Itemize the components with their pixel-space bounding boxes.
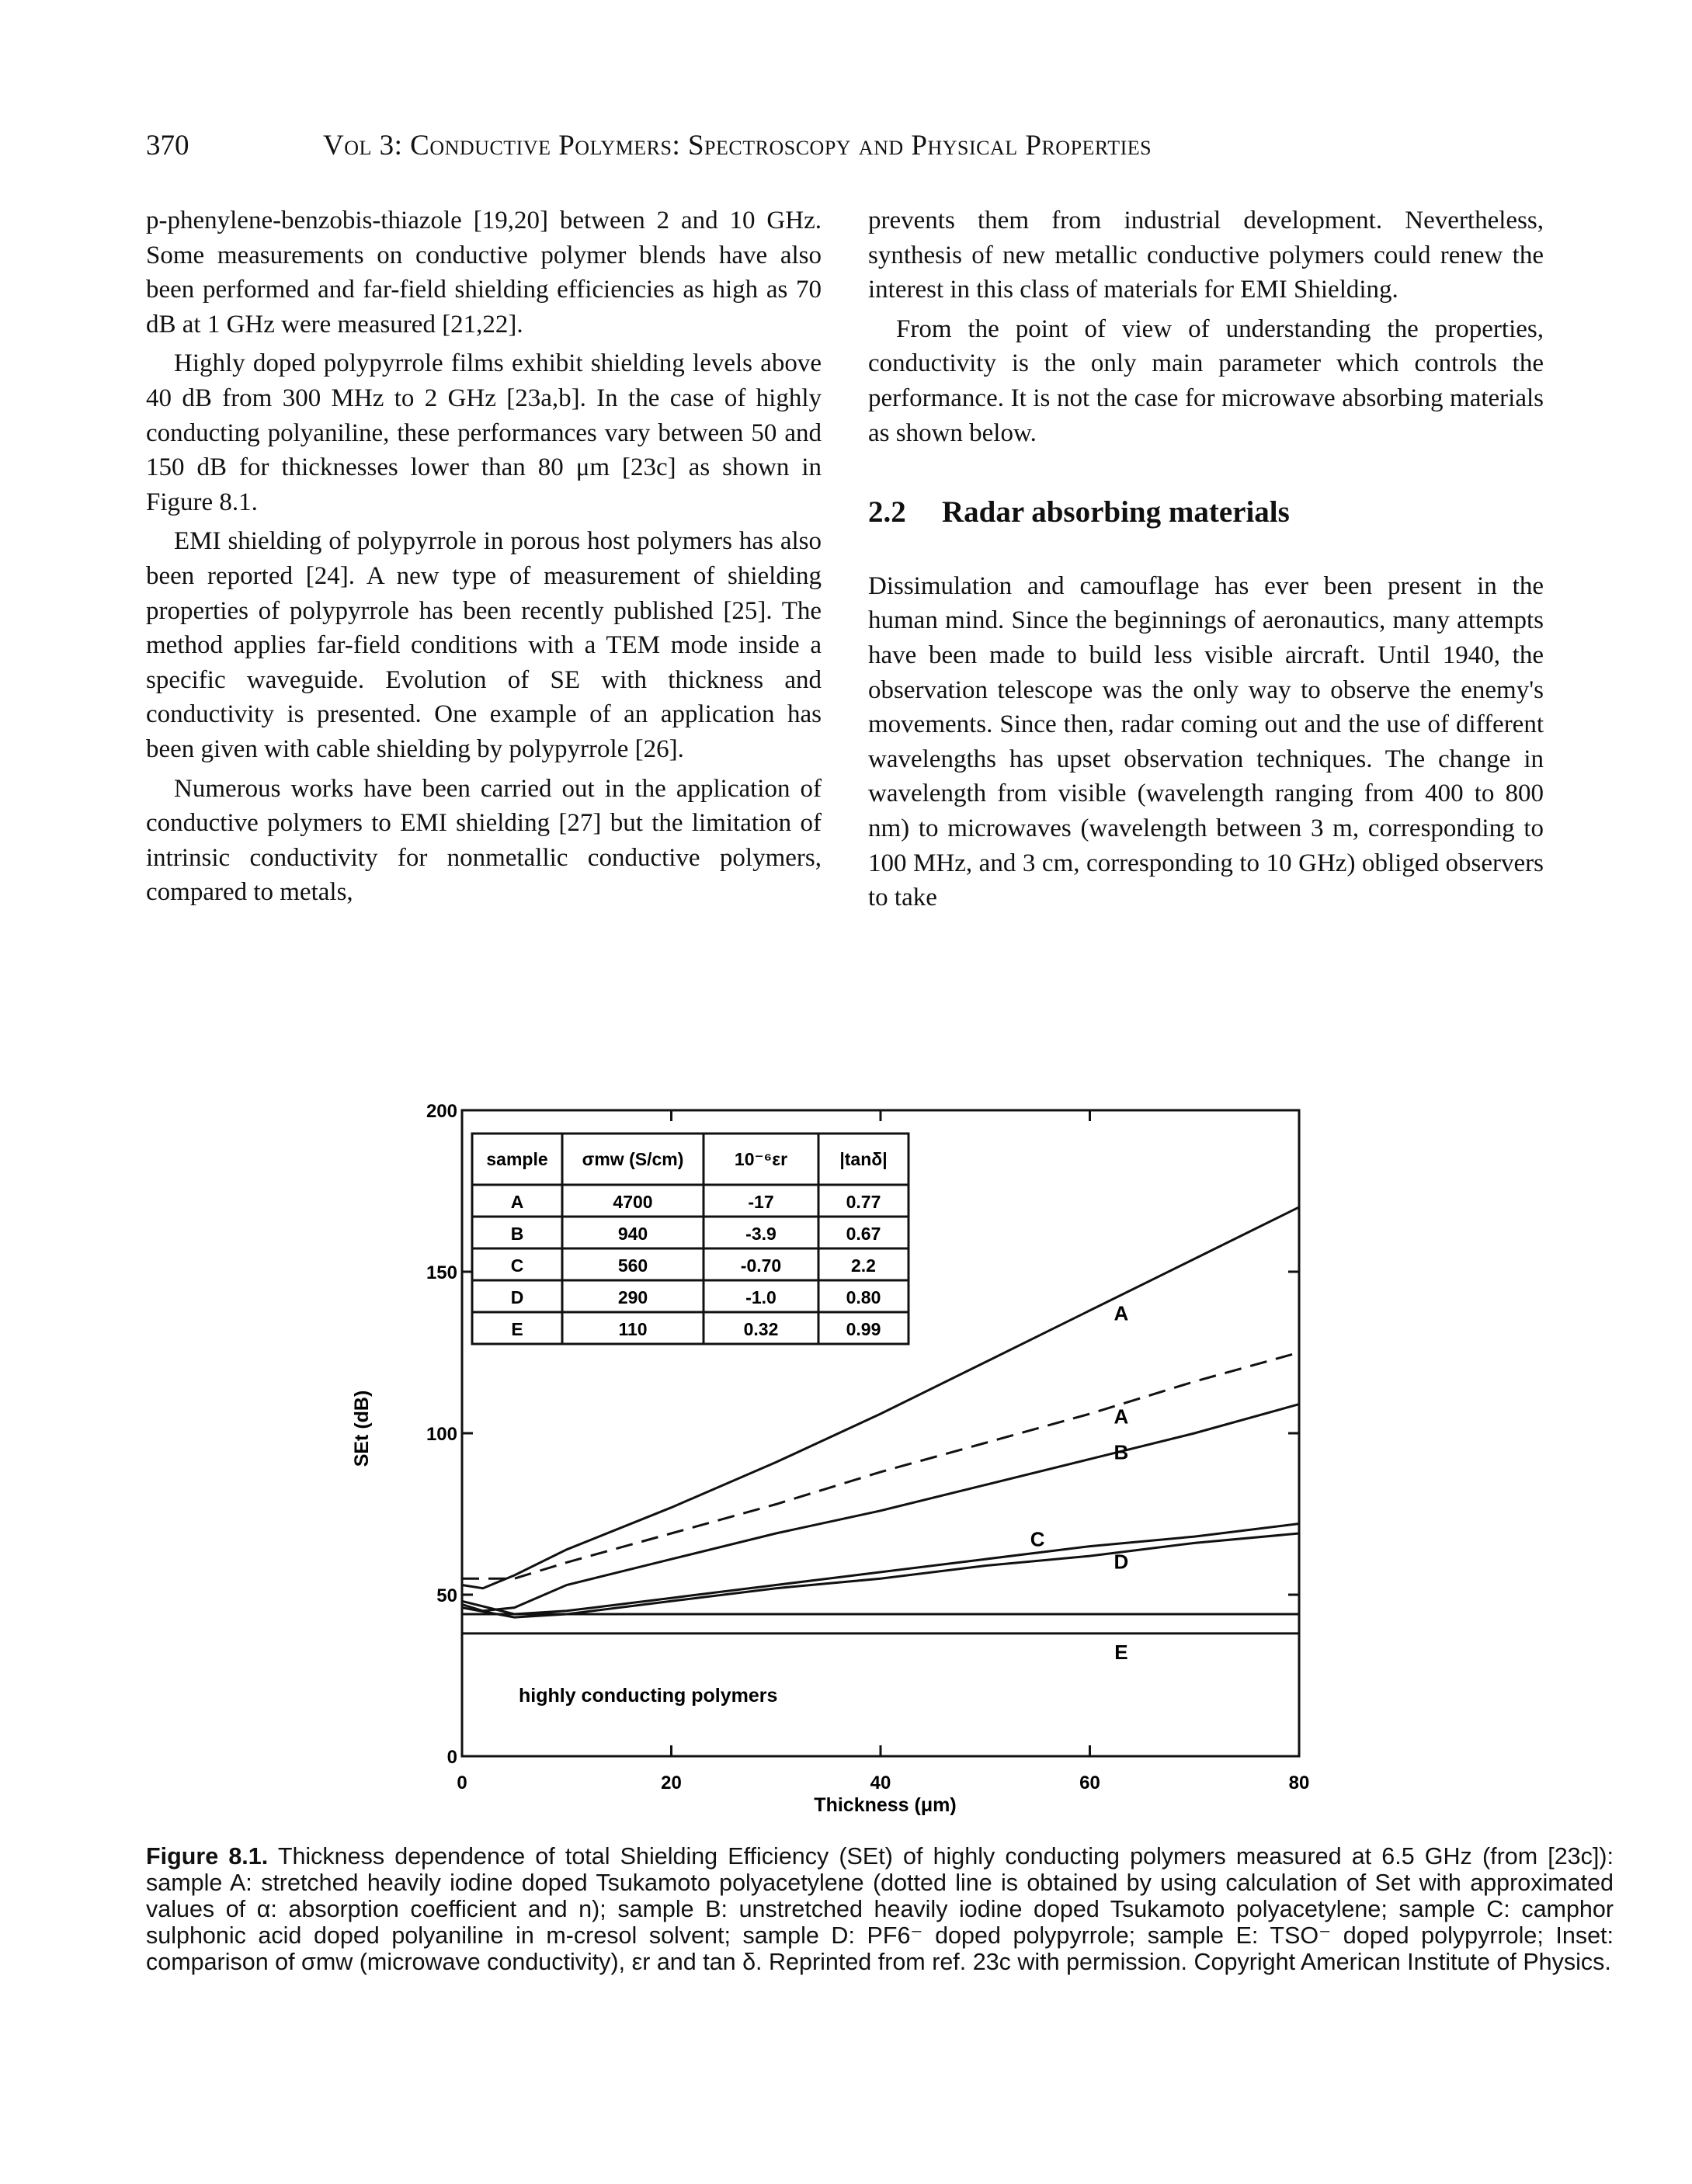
paragraph: prevents them from industrial developmen…: [868, 207, 1544, 304]
inset-table-cell: 0.80: [846, 1287, 881, 1307]
y-tick-label: 100: [426, 1424, 457, 1445]
inset-header-cell: sample: [486, 1149, 547, 1169]
curve-label: B: [1114, 1440, 1129, 1464]
left-column: p-phenylene-benzobis-thiazole [19,20] be…: [146, 203, 822, 915]
x-tick-label: 80: [1289, 1773, 1310, 1793]
inset-table-cell: A: [511, 1192, 524, 1212]
series-line-c-3: [461, 1523, 1300, 1616]
inset-table-cell: -1.0: [745, 1287, 777, 1307]
curve-label: E: [1114, 1641, 1127, 1664]
x-axis-label: Thickness (μm): [814, 1794, 956, 1816]
inset-table-cell: E: [511, 1319, 523, 1339]
inset-caption-text: highly conducting polymers: [519, 1685, 777, 1707]
y-tick-label: 200: [426, 1101, 457, 1122]
paragraph: p-phenylene-benzobis-thiazole [19,20] be…: [146, 207, 822, 339]
inset-table-cell: -0.70: [741, 1255, 781, 1276]
paragraph: Highly doped polypyrrole films exhibit s…: [146, 349, 822, 516]
inset-table-cell: 4700: [613, 1192, 652, 1212]
inset-header-cell: 10⁻⁶εr: [735, 1149, 787, 1169]
inset-table-cell: 2.2: [851, 1255, 876, 1276]
inset-table-cell: 0.99: [846, 1319, 881, 1339]
y-tick-label: 150: [426, 1262, 457, 1283]
paragraph: From the point of view of understanding …: [868, 314, 1544, 447]
series-line-d-4: [461, 1532, 1300, 1619]
inset-table-cell: -17: [748, 1192, 773, 1212]
page-number: 370: [146, 130, 189, 161]
section-number: 2.2: [868, 495, 906, 530]
series-line-a-1: [462, 1351, 1300, 1580]
axis-ticks: 0 50 100 150 200 0 20 40 60 80: [426, 1101, 1309, 1793]
inset-table-cell: 0.32: [744, 1319, 779, 1339]
x-tick-label: 60: [1079, 1773, 1100, 1793]
section-heading: 2.2 Radar absorbing materials: [868, 495, 1544, 530]
y-tick-label: 0: [447, 1747, 457, 1768]
curve-label: A: [1114, 1301, 1129, 1325]
section-title: Radar absorbing materials: [942, 495, 1290, 530]
running-title: Vol 3: Conductive Polymers: Spectroscopy…: [323, 130, 1152, 161]
x-tick-label: 40: [870, 1773, 891, 1793]
inset-table-border: [471, 1132, 910, 1345]
x-tick-label: 20: [661, 1773, 682, 1793]
inset-table-cell: 0.77: [846, 1192, 881, 1212]
inset-header-cell: |tanδ|: [839, 1149, 887, 1169]
inset-table-cell: D: [511, 1287, 524, 1307]
inset-table-cell: 290: [618, 1287, 648, 1307]
curve-label: C: [1030, 1528, 1045, 1551]
curve-label: A: [1114, 1405, 1129, 1429]
inset-table-cell: B: [511, 1224, 524, 1244]
inset-table-cell: -3.9: [745, 1224, 777, 1244]
caption-text: Thickness dependence of total Shielding …: [146, 1843, 1614, 1975]
paragraph: EMI shielding of polypyrrole in porous h…: [146, 527, 822, 763]
right-column: prevents them from industrial developmen…: [868, 203, 1544, 920]
inset-header-cell: σmw (S/cm): [582, 1149, 684, 1169]
caption-lead: Figure 8.1.: [146, 1843, 269, 1870]
inset-table-cell: 0.67: [846, 1224, 881, 1244]
inset-table-cell: C: [511, 1255, 524, 1276]
inset-table-cell: 940: [618, 1224, 648, 1244]
series-line-b-2: [461, 1403, 1300, 1613]
series-layer: [461, 1206, 1300, 1635]
y-tick-label: 50: [436, 1585, 457, 1606]
inset-table-cell: 560: [618, 1255, 648, 1276]
curve-label: D: [1114, 1550, 1129, 1574]
paragraph: Numerous works have been carried out in …: [146, 774, 822, 907]
y-axis-label: SEt (dB): [351, 1391, 373, 1467]
inset-table-cell: 110: [618, 1319, 647, 1339]
figure-caption: Figure 8.1. Thickness dependence of tota…: [146, 1843, 1614, 1975]
x-tick-label: 0: [457, 1773, 467, 1793]
paragraph: Dissimulation and camouflage has ever be…: [868, 571, 1544, 912]
